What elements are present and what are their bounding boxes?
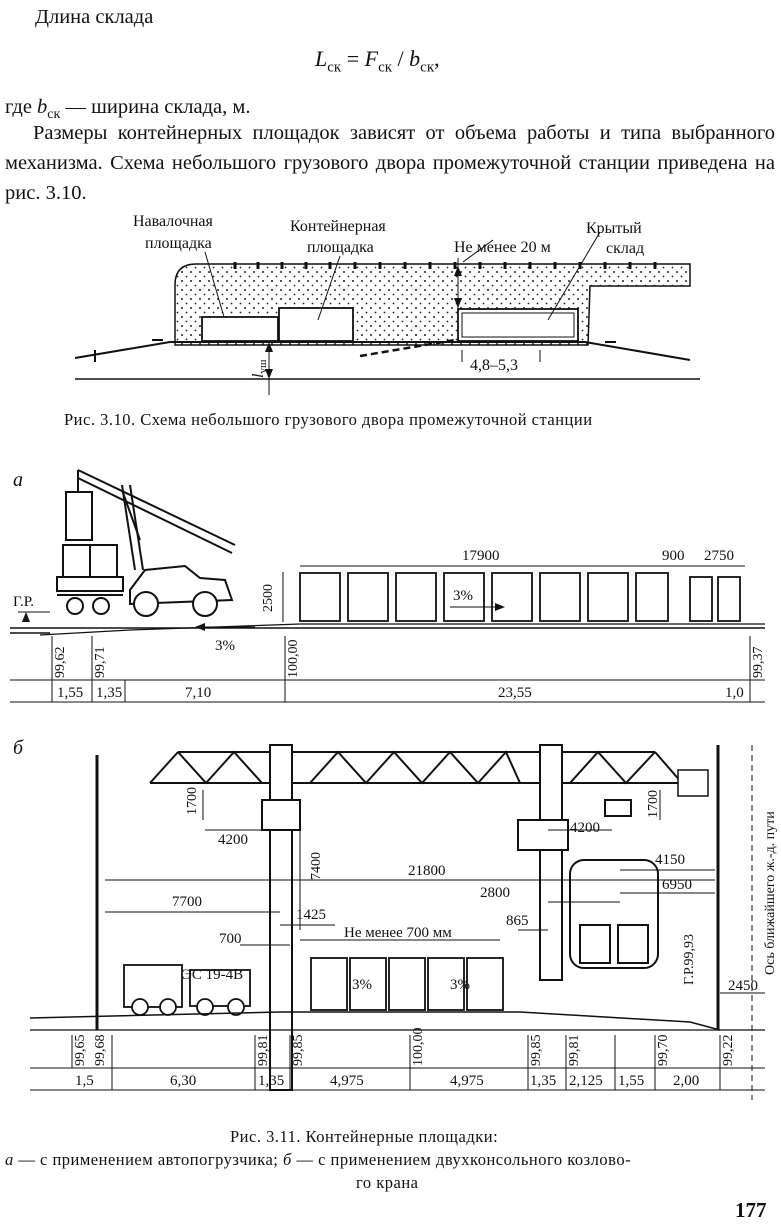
label-container-2: площадка xyxy=(307,239,374,256)
dim-2450: 2450 xyxy=(728,978,758,994)
figure-3-10: lуш 4,8–5,3 Навалочная площадка Контейне… xyxy=(74,213,700,395)
figure-3-11a: а Г.Р. 2500 17900 xyxy=(10,469,766,703)
dim-4200-a: 4200 xyxy=(218,832,248,848)
dim-7700: 7700 xyxy=(172,894,202,910)
elev-b-8: 99,70 xyxy=(656,1035,671,1067)
width-b-6: 1,35 xyxy=(530,1073,556,1089)
dim-2800: 2800 xyxy=(480,885,510,901)
dim-6950: 6950 xyxy=(662,877,692,893)
width-b-4: 4,975 xyxy=(330,1073,364,1089)
dim-1425: 1425 xyxy=(296,907,326,923)
slope-b2: 3% xyxy=(450,977,470,993)
fence-ticks xyxy=(233,262,657,269)
width-a-1: 1,55 xyxy=(57,685,83,701)
width-b-9: 2,00 xyxy=(673,1073,699,1089)
dim-865: 865 xyxy=(506,913,529,929)
slope-a1: 3% xyxy=(453,588,473,604)
dim-1700-b: 1700 xyxy=(646,790,661,818)
dim-2500: 2500 xyxy=(261,584,276,612)
width-b-1: 1,5 xyxy=(75,1073,94,1089)
width-b-7: 2,125 xyxy=(569,1073,603,1089)
label-a: а xyxy=(13,469,23,491)
width-b-2: 6,30 xyxy=(170,1073,196,1089)
caption-3-11-line3: го крана xyxy=(356,1173,419,1192)
elev-a-1: 99,62 xyxy=(53,647,68,679)
elev-b-4: 99,85 xyxy=(291,1035,306,1067)
label-l-ush: lуш xyxy=(250,359,269,378)
elev-b-7: 99,81 xyxy=(567,1035,582,1067)
containers-row xyxy=(299,572,741,622)
label-warehouse-2: склад xyxy=(606,240,644,257)
dim-21800: 21800 xyxy=(408,863,446,879)
forklift-crane xyxy=(56,469,236,617)
dim-900: 900 xyxy=(662,548,685,564)
width-a-5: 1,0 xyxy=(725,685,744,701)
caption-3-11-line2: а — с применением автопогрузчика; б — с … xyxy=(5,1150,632,1169)
min-700-mm: Не менее 700 мм xyxy=(344,925,452,941)
elev-b-2: 99,68 xyxy=(93,1035,108,1067)
bulk-platform xyxy=(201,316,279,342)
width-a-2: 1,35 xyxy=(96,685,122,701)
vehicle-label: ЭС 19-4В xyxy=(182,967,243,983)
formula-length: Lск = Fск / bск, xyxy=(315,46,440,76)
width-a-4: 23,55 xyxy=(498,685,532,701)
label-bulk-2: площадка xyxy=(145,235,212,252)
containers-row-b xyxy=(310,957,504,1011)
elev-a-2: 99,71 xyxy=(93,647,108,679)
dim-700: 700 xyxy=(219,931,242,947)
caption-3-11-line1: Рис. 3.11. Контейнерные площадки: xyxy=(230,1127,499,1146)
elev-b-6: 99,85 xyxy=(529,1035,544,1067)
elev-b-3: 99,81 xyxy=(256,1035,271,1067)
dim-2750: 2750 xyxy=(704,548,734,564)
label-b: б xyxy=(13,737,24,759)
label-axis: Ось ближайшего ж.-д. пути xyxy=(763,811,778,975)
text-where: где bск — ширина склада, м. xyxy=(5,96,251,123)
warehouse xyxy=(457,308,579,342)
text-paragraph-sizes: Размеры контейнерных площадок зависят от… xyxy=(5,122,775,204)
label-width: 4,8–5,3 xyxy=(470,357,518,374)
caption-3-10: Рис. 3.10. Схема небольшого грузового дв… xyxy=(64,410,593,429)
label-container-1: Контейнерная xyxy=(290,218,386,235)
elev-a-3: 100,00 xyxy=(286,640,301,679)
dim-4200-b: 4200 xyxy=(570,820,600,836)
vehicles xyxy=(123,964,251,1016)
elev-b-5: 100,00 xyxy=(411,1028,426,1067)
width-b-3: 1,35 xyxy=(258,1073,284,1089)
dim-17900: 17900 xyxy=(462,548,500,564)
dim-7400: 7400 xyxy=(309,852,324,880)
dim-4150: 4150 xyxy=(655,852,685,868)
label-distance: Не менее 20 м xyxy=(454,239,551,256)
label-gr-a: Г.Р. xyxy=(13,594,34,610)
dim-1700-a: 1700 xyxy=(185,787,200,815)
elev-b-9: 99,22 xyxy=(721,1035,736,1067)
slope-b1: 3% xyxy=(352,977,372,993)
label-warehouse-1: Крытый xyxy=(586,220,642,237)
page-number: 177 xyxy=(735,1198,767,1222)
label-gr-b: Г.Р.99,93 xyxy=(682,934,697,985)
width-a-3: 7,10 xyxy=(185,685,211,701)
width-b-8: 1,55 xyxy=(618,1073,644,1089)
slope-a2: 3% xyxy=(215,638,235,654)
elev-b-1: 99,65 xyxy=(73,1035,88,1067)
text-line-length: Длина склада xyxy=(35,6,154,28)
width-b-5: 4,975 xyxy=(450,1073,484,1089)
label-bulk-1: Навалочная xyxy=(133,213,214,230)
elev-a-4: 99,37 xyxy=(751,647,766,679)
